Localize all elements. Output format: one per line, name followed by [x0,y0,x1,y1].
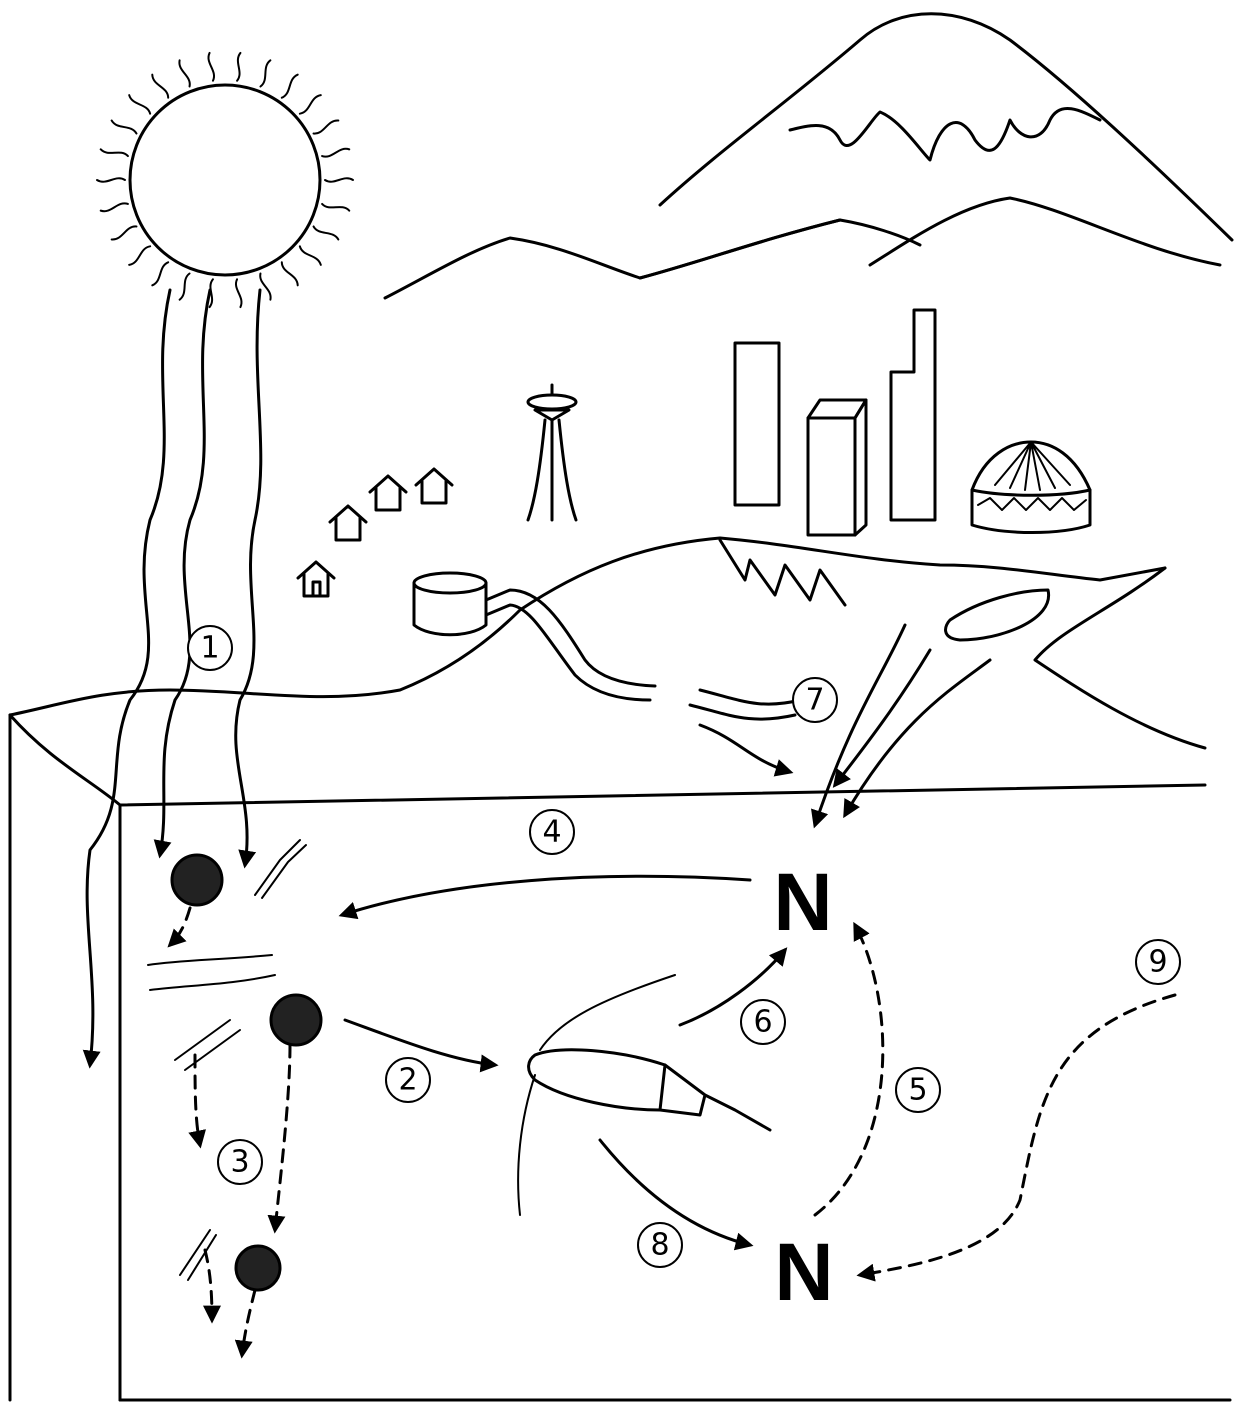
nitrogen-node-lower: N [774,1227,833,1318]
step-marker-2: 2 [386,1058,430,1102]
sun-ray [152,262,168,285]
sun-ray [180,274,190,300]
sun-ray [260,274,270,300]
flow-arrow-3e [170,908,190,945]
skyscraper-icon [735,310,935,535]
flow-arrow-4 [342,876,750,915]
flow-arrow-3a [275,1045,290,1230]
sun-ray [314,120,339,133]
step-label-9: 9 [1148,945,1167,980]
diatom-icon [148,840,306,1280]
step-label-8: 8 [650,1228,669,1263]
step-marker-8: 8 [638,1223,682,1267]
step-marker-4: 4 [530,810,574,854]
sun-ray [282,262,298,285]
sun-ray [112,121,137,134]
sunlight-rays [87,290,261,1065]
sun-icon [97,53,353,307]
step-label-4: 4 [542,815,561,850]
step-label-3: 3 [230,1145,249,1180]
sun-ray [300,95,321,114]
sun-ray [208,53,214,81]
nitrogen-node-upper: N [773,857,832,948]
sun-ray [129,246,150,265]
flow-arrow-3b [195,1055,200,1145]
sun-ray [97,178,125,181]
sun-ray [260,60,270,86]
house-icon [298,469,452,596]
phytoplankton-icon [172,855,321,1290]
step-marker-5: 5 [896,1068,940,1112]
sun-ray [314,226,339,239]
step-label-5: 5 [908,1073,927,1108]
step-label-6: 6 [753,1005,772,1040]
sun-ray [300,246,321,265]
flow-arrow-3d [242,1290,255,1355]
flow-arrows [170,876,1175,1355]
storage-tank-icon [414,573,486,635]
sun-ray [112,226,137,239]
step-marker-3: 3 [218,1140,262,1184]
step-marker-6: 6 [741,1000,785,1044]
yurt-icon [972,442,1090,533]
copepod-icon [518,975,770,1215]
sun-ray [129,95,150,114]
step-marker-7: 7 [793,678,837,722]
outfall-pipe-icon [486,590,655,700]
mountain-icon [385,14,1232,298]
sun-ray [237,53,240,81]
space-needle-icon [528,385,576,520]
flow-arrow-5 [815,925,883,1215]
sun-ray [325,178,353,181]
flow-arrow-2 [345,1020,495,1065]
sun-ray [322,149,349,157]
sun-ray [152,75,168,98]
step-label-2: 2 [398,1063,417,1098]
flow-arrow-3c [205,1250,212,1320]
sun-ray [101,203,128,211]
sun-ray [282,75,298,98]
step-label-7: 7 [805,683,824,718]
step-label-1: 1 [200,631,219,666]
flow-arrow-9 [860,995,1175,1275]
sun-ray [236,279,242,307]
step-marker-9: 9 [1136,940,1180,984]
sun-ray [322,204,349,211]
sun-ray [101,149,128,156]
step-marker-1: 1 [188,626,232,670]
sun-ray [179,60,189,86]
